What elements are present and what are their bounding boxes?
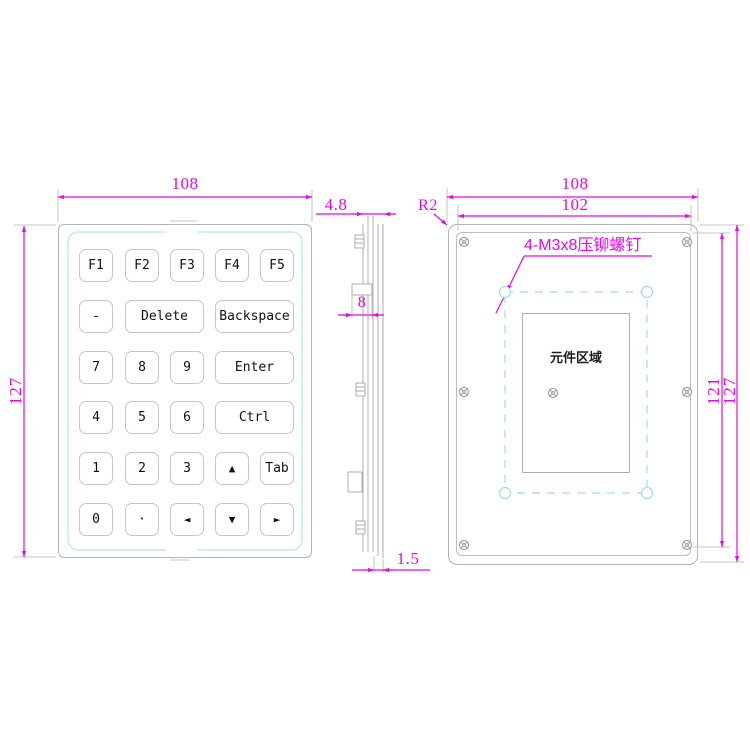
- key-f1: F1: [79, 249, 113, 282]
- side-view-profile: [347, 216, 384, 558]
- key-9: 9: [170, 351, 204, 384]
- key-tab: Tab: [260, 452, 294, 485]
- dim-back-height-outer: 127: [720, 376, 739, 406]
- key-2: 2: [125, 452, 159, 485]
- key-left-arrow: ◄: [170, 503, 204, 536]
- dim-front-height: 127: [6, 376, 25, 406]
- key-f5: F5: [260, 249, 294, 282]
- key-1: 1: [79, 452, 113, 485]
- key-ctrl: Ctrl: [215, 401, 294, 434]
- key-enter: Enter: [215, 351, 294, 384]
- key-right-arrow: ►: [260, 503, 294, 536]
- key-7: 7: [79, 351, 113, 384]
- dim-front-width: 108: [171, 174, 199, 193]
- key-f4: F4: [215, 249, 249, 282]
- side-stud-icon: [354, 234, 365, 249]
- dim-back-width-inner: 102: [561, 195, 589, 214]
- component-area-rect: [522, 313, 630, 473]
- key-f2: F2: [125, 249, 159, 282]
- dim-plate-thickness: 1.5: [396, 549, 420, 568]
- side-mount-tab: [347, 471, 363, 493]
- key-6: 6: [170, 401, 204, 434]
- dim-corner-radius: R2: [418, 197, 438, 214]
- dim-side-thickness: 4.8: [324, 195, 348, 214]
- key-down-arrow: ▼: [215, 503, 249, 536]
- dim-back-width-outer: 108: [561, 174, 589, 193]
- key-4: 4: [79, 401, 113, 434]
- key-0: 0: [79, 503, 113, 536]
- leader-corner-radius: [433, 213, 448, 226]
- key-dot: ·: [125, 503, 159, 536]
- key-delete: Delete: [125, 300, 204, 333]
- key-up-arrow: ▲: [215, 452, 249, 485]
- dim-side-tab-width: 8: [357, 294, 367, 311]
- rivet-screw-note: 4-M3x8压铆螺钉: [524, 237, 642, 254]
- key-minus: -: [79, 300, 113, 333]
- side-stud-icon: [355, 382, 366, 397]
- key-f3: F3: [170, 249, 204, 282]
- key-5: 5: [125, 401, 159, 434]
- key-backspace: Backspace: [215, 300, 294, 333]
- key-3: 3: [170, 452, 204, 485]
- key-8: 8: [125, 351, 159, 384]
- side-stud-icon: [355, 520, 366, 535]
- component-area-label: 元件区域: [549, 350, 602, 365]
